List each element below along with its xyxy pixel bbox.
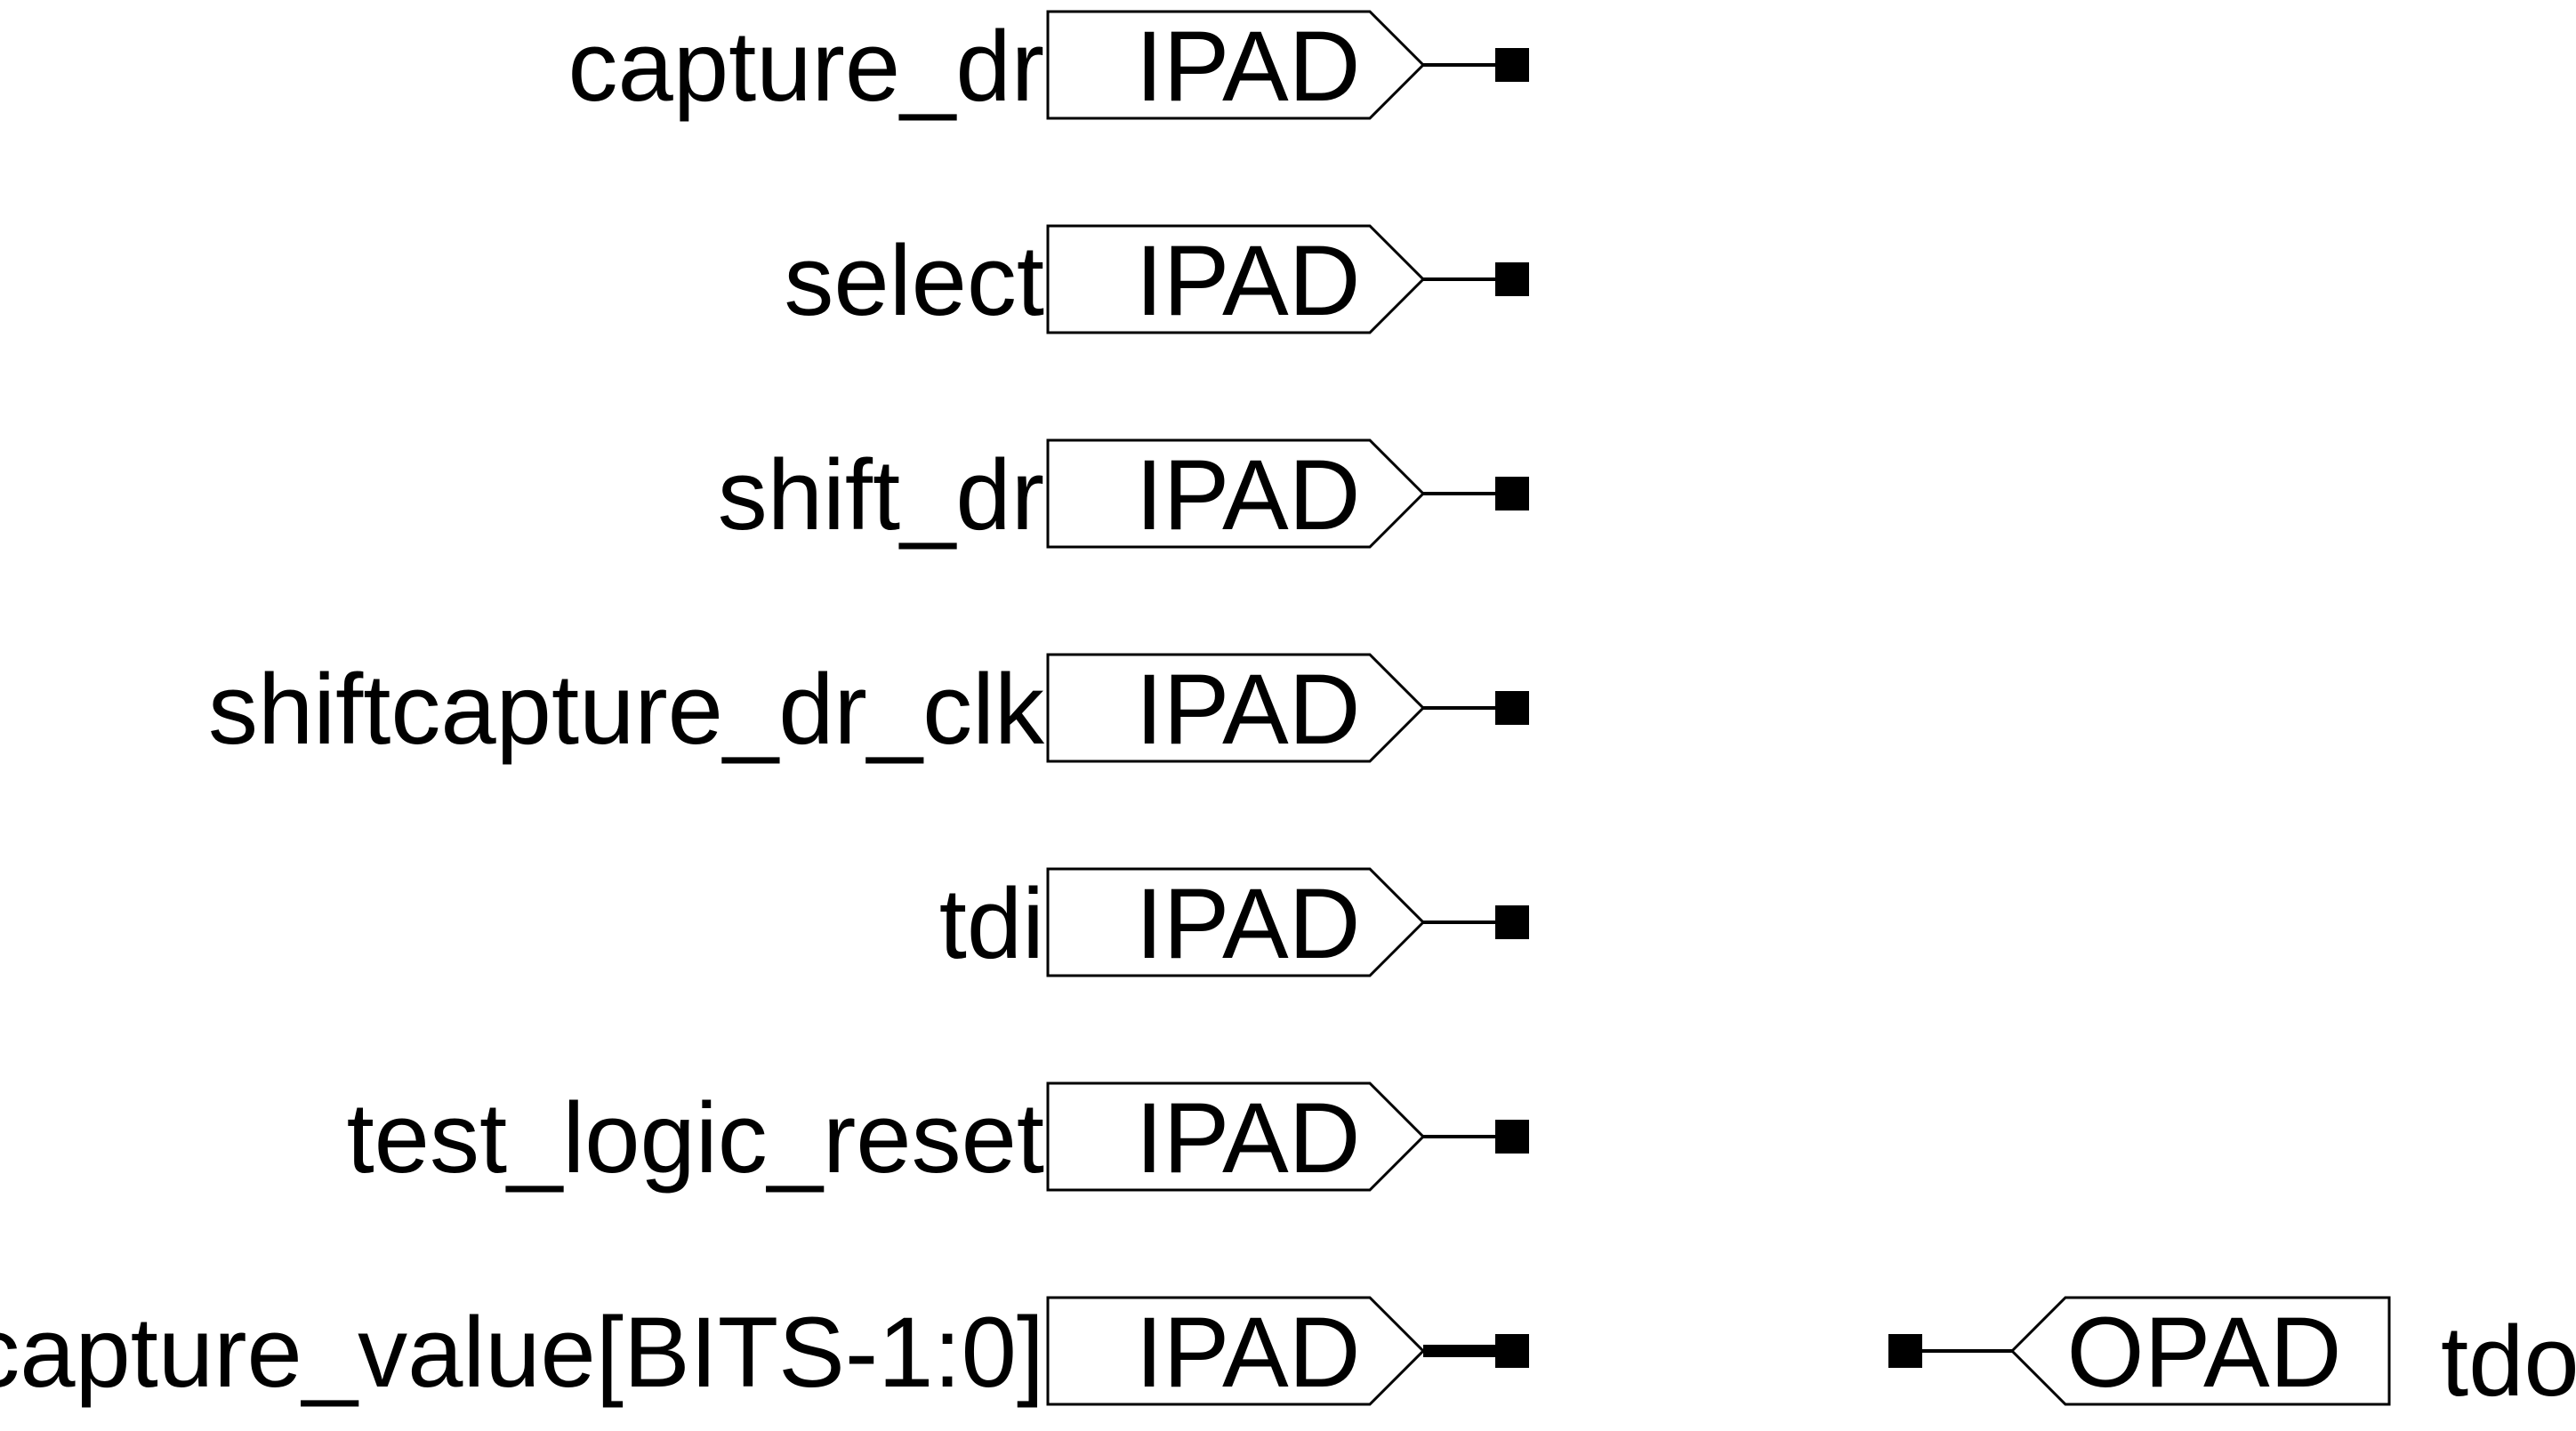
pin-terminal bbox=[1495, 1334, 1529, 1368]
port-label: select bbox=[784, 225, 1044, 336]
pad-label: IPAD bbox=[1135, 1082, 1360, 1194]
port-label: shiftcapture_dr_clk bbox=[208, 654, 1045, 765]
port-label: capture_value[BITS-1:0] bbox=[0, 1297, 1044, 1408]
pad-label: IPAD bbox=[1135, 654, 1360, 765]
ipad-symbol bbox=[1046, 653, 1426, 763]
input-port: tdi IPAD bbox=[939, 867, 1529, 979]
pin-terminal bbox=[1495, 48, 1529, 82]
pad-label: IPAD bbox=[1135, 439, 1360, 551]
input-port: test_logic_reset IPAD bbox=[347, 1081, 1529, 1194]
pin-terminal bbox=[1495, 905, 1529, 939]
ipad-symbol bbox=[1046, 1296, 1426, 1406]
opad-symbol bbox=[2009, 1296, 2391, 1406]
ipad-symbol bbox=[1046, 224, 1426, 334]
pad-label: IPAD bbox=[1135, 11, 1360, 122]
output-port: OPAD tdo bbox=[1888, 1296, 2576, 1417]
input-port: shiftcapture_dr_clk IPAD bbox=[208, 653, 1529, 765]
port-label: tdi bbox=[939, 868, 1044, 979]
port-label: tdo bbox=[2441, 1306, 2576, 1417]
ipad-symbol bbox=[1046, 867, 1426, 977]
port-label: test_logic_reset bbox=[347, 1082, 1044, 1194]
port-label: shift_dr bbox=[718, 439, 1044, 551]
output-ports: OPAD tdo bbox=[1888, 1296, 2576, 1417]
pad-label: IPAD bbox=[1135, 868, 1360, 979]
pin-terminal bbox=[1495, 477, 1529, 510]
input-port: capture_dr IPAD bbox=[568, 10, 1529, 122]
pin-terminal bbox=[1495, 262, 1529, 296]
ipad-symbol bbox=[1046, 1081, 1426, 1192]
input-port: shift_dr IPAD bbox=[718, 438, 1529, 551]
pad-label: IPAD bbox=[1135, 1297, 1360, 1408]
pad-label: IPAD bbox=[1135, 225, 1360, 336]
ipad-symbol bbox=[1046, 438, 1426, 549]
pin-terminal bbox=[1495, 691, 1529, 725]
input-port: capture_value[BITS-1:0] IPAD bbox=[0, 1296, 1529, 1408]
port-label: capture_dr bbox=[568, 11, 1044, 122]
input-port: select IPAD bbox=[784, 224, 1529, 336]
ipad-symbol bbox=[1046, 10, 1426, 120]
pad-label: OPAD bbox=[2066, 1297, 2341, 1408]
pin-terminal bbox=[1495, 1120, 1529, 1154]
